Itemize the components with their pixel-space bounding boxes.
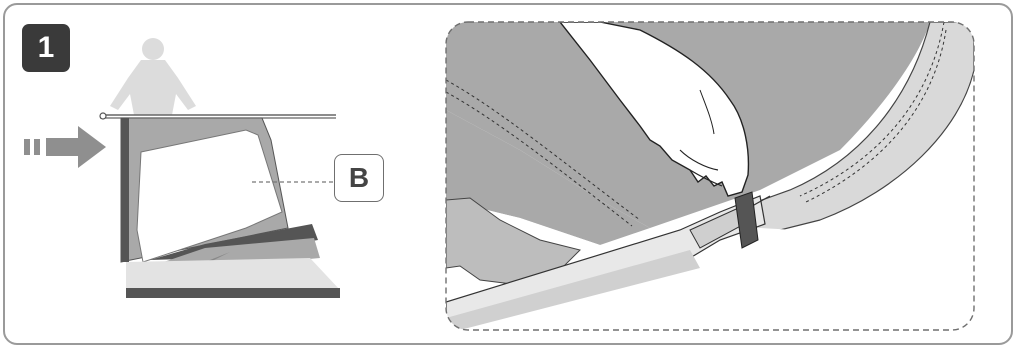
callout-label-b: B — [334, 154, 384, 202]
push-arrow-icon — [24, 126, 106, 168]
zoom-detail — [446, 22, 974, 330]
tent-panel-illustration — [100, 113, 340, 298]
person-silhouette-icon — [110, 38, 196, 115]
